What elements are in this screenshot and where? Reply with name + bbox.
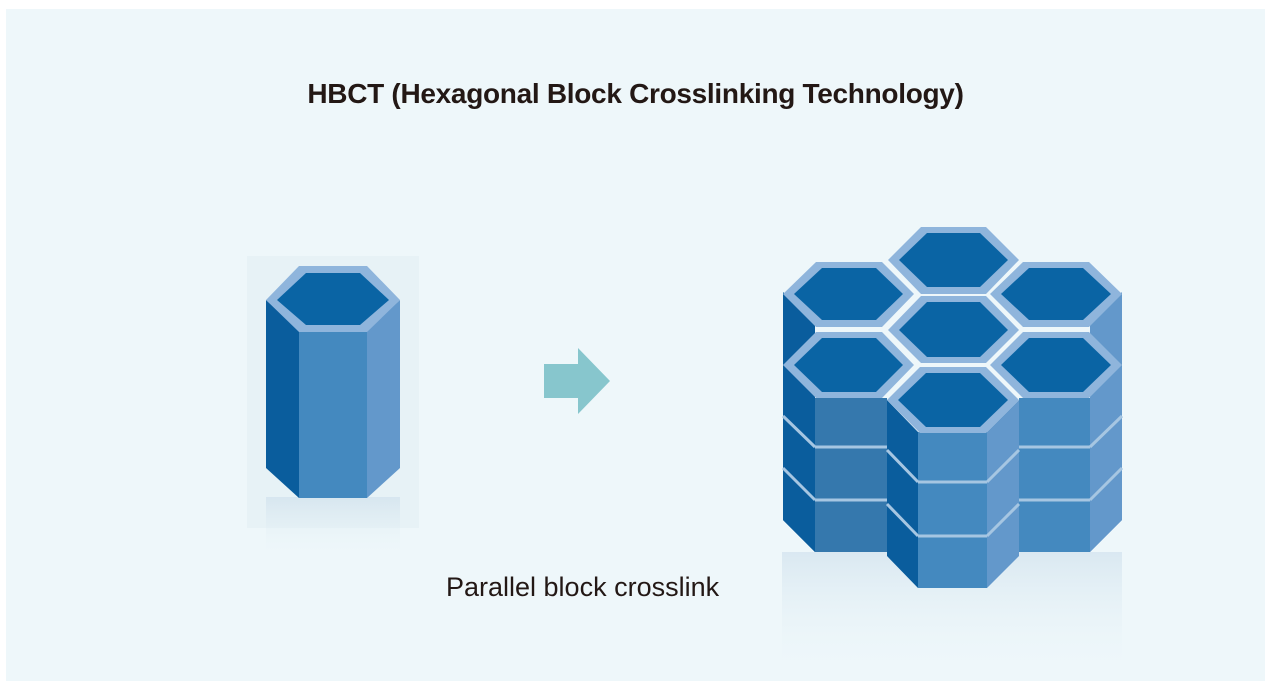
crosslinked-hexagon-cluster-icon xyxy=(781,227,1124,677)
right-arrow-icon xyxy=(544,348,610,414)
diagram-caption: Parallel block crosslink xyxy=(446,572,720,602)
single-hexagonal-column-icon xyxy=(247,256,419,559)
diagram-title: HBCT (Hexagonal Block Crosslinking Techn… xyxy=(307,78,964,109)
